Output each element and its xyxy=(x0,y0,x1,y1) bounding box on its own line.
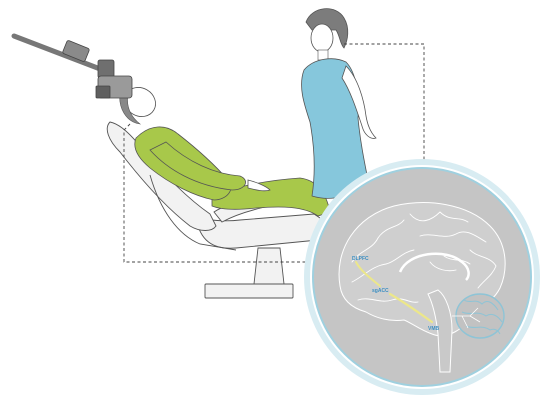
coil-arm-rod xyxy=(14,36,108,72)
chair-seat xyxy=(196,214,328,248)
patient xyxy=(119,82,330,216)
tms-coil-arm-icon xyxy=(14,36,132,98)
chair-pedestal xyxy=(254,248,284,284)
operator-face xyxy=(311,24,333,52)
label-dlpfc: DLPFC xyxy=(352,256,369,262)
brain-sagittal-icon: DLPFC sgACC VMB xyxy=(304,159,540,395)
coil-pad xyxy=(96,86,110,98)
label-vmb: VMB xyxy=(428,326,440,332)
operator-dress xyxy=(302,59,368,199)
standing-operator-icon xyxy=(302,9,376,199)
operator-neck xyxy=(318,50,328,60)
coil-arm-clamp xyxy=(98,60,114,78)
label-sgacc: sgACC xyxy=(372,288,389,294)
chair-base xyxy=(205,284,293,298)
